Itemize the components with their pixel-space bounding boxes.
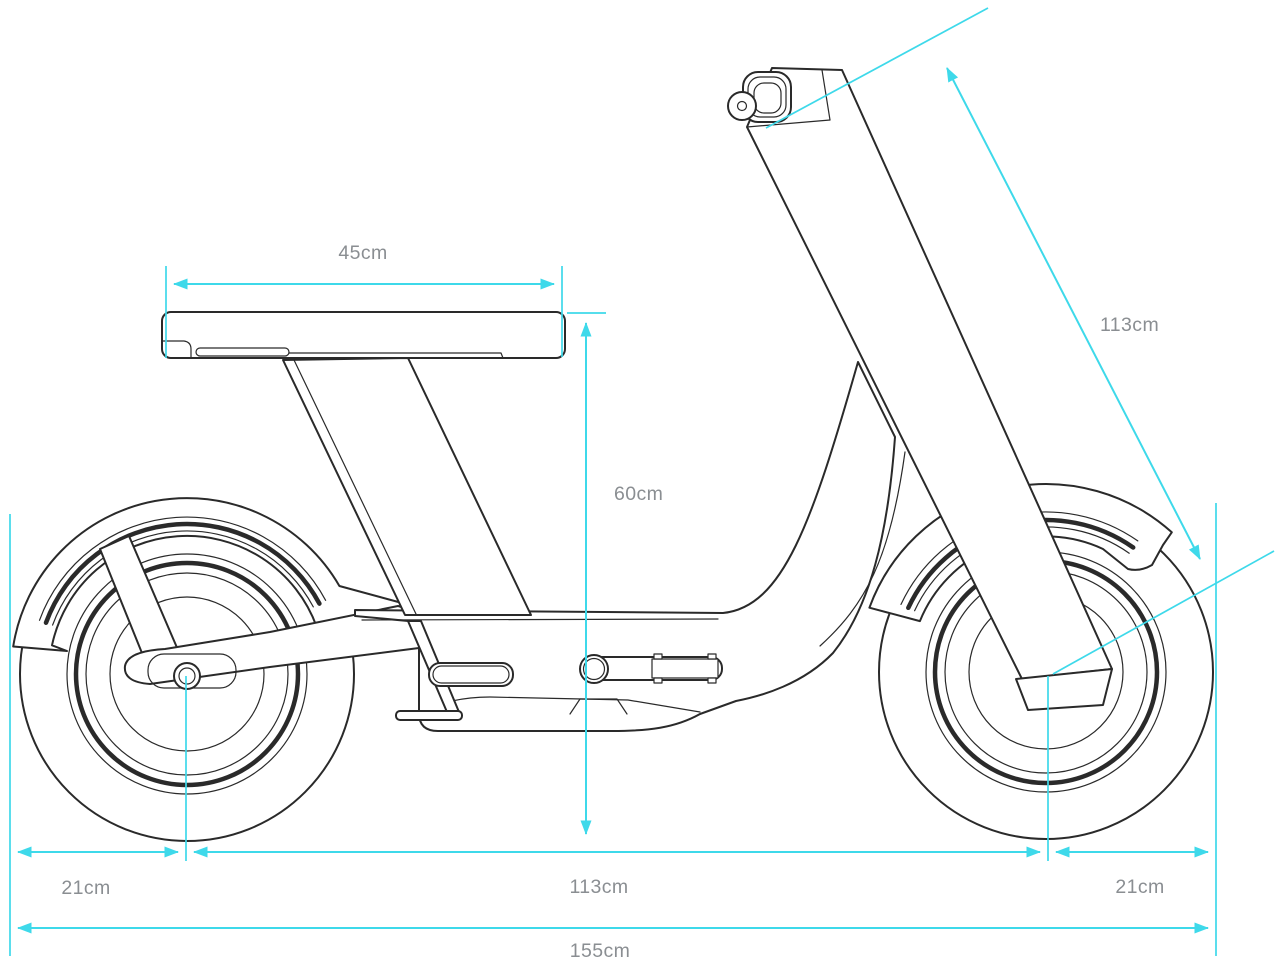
- label-front-overhang: 21cm: [1115, 876, 1164, 898]
- folding-pedal: [579, 653, 723, 684]
- swing-arm: [123, 605, 420, 690]
- deck-slot: [428, 662, 514, 687]
- seat: [161, 311, 566, 359]
- dimension-seat-height: 60cm: [567, 312, 663, 835]
- label-steering-column: 113cm: [1100, 314, 1159, 336]
- dimension-overall-length: 155cm: [17, 922, 1209, 962]
- dimension-steering-column: 113cm: [765, 7, 1275, 675]
- label-seat-length: 45cm: [338, 242, 387, 264]
- fork-crown: [1015, 668, 1113, 711]
- scooter-illustration: [12, 67, 1214, 842]
- dimension-front-overhang: 21cm: [1055, 846, 1209, 898]
- dimension-annotations: 45cm 60cm 113cm 21cm 113cm: [9, 7, 1275, 962]
- dimension-rear-overhang: 21cm: [17, 846, 179, 899]
- dimension-seat-length: 45cm: [165, 242, 563, 358]
- dimension-wheelbase: 113cm: [193, 846, 1041, 898]
- label-seat-height: 60cm: [614, 483, 663, 505]
- kickstand-foot: [395, 710, 463, 721]
- label-rear-overhang: 21cm: [61, 877, 110, 899]
- label-wheelbase: 113cm: [569, 876, 628, 898]
- label-overall-length: 155cm: [570, 940, 631, 962]
- handlebar-grip: [727, 71, 792, 123]
